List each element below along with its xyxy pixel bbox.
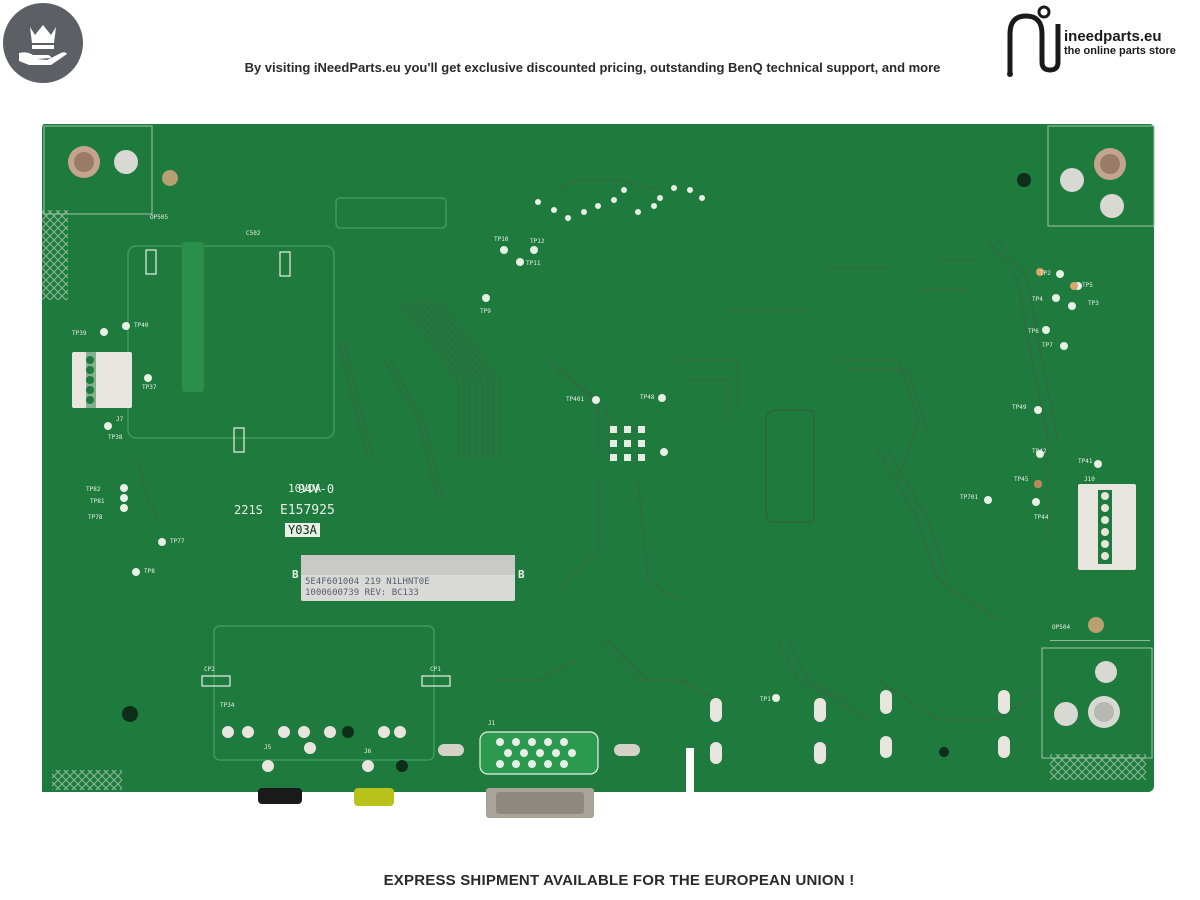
label-tp42: TP42: [1032, 448, 1047, 455]
date-code-label: 221S: [234, 503, 263, 517]
label-tp10: TP10: [494, 236, 509, 243]
pcb-board: 10VDA 94V-0 221S E157925 Y03A B B OP505 …: [38, 120, 1158, 820]
brand-logo[interactable]: ineedparts.eu the online parts store: [1004, 4, 1196, 78]
label-tp3: TP3: [1088, 300, 1099, 307]
side-marker-right: B: [518, 568, 525, 581]
label-tp82: TP82: [86, 486, 101, 493]
label-tp34: TP34: [220, 702, 235, 709]
sticker-line-1: 5E4F601004 219 N1LHNT0E: [305, 577, 430, 587]
label-j6: J6: [364, 748, 372, 755]
label-tp9: TP9: [480, 308, 491, 315]
label-tp44: TP44: [1034, 514, 1049, 521]
ul-rating-label: 94V-0: [298, 482, 335, 496]
header-tagline: By visiting iNeedParts.eu you'll get exc…: [244, 60, 941, 75]
store-badge: [3, 3, 83, 83]
label-tp7: TP7: [1042, 342, 1053, 349]
label-tp4: TP4: [1032, 296, 1043, 303]
sticker-barcode-stripe: [301, 555, 515, 575]
crown-hand-icon: [19, 25, 67, 65]
label-tp11: TP11: [526, 260, 541, 267]
label-tp40: TP40: [134, 322, 149, 329]
label-tp12: TP12: [530, 238, 545, 245]
label-tp6: TP6: [1028, 328, 1039, 335]
label-op504: OP504: [1052, 624, 1071, 631]
label-j1: J1: [488, 720, 496, 727]
label-tp1: TP1: [760, 696, 771, 703]
label-tp41: TP41: [1078, 458, 1093, 465]
label-tp5: TP5: [1082, 282, 1093, 289]
label-tp37: TP37: [142, 384, 157, 391]
pcb-drawing: [42, 124, 1155, 818]
label-j7: J7: [116, 416, 124, 423]
brand-mark-icon: [1007, 5, 1061, 77]
label-op505: OP505: [150, 214, 169, 221]
label-tp49: TP49: [1012, 404, 1027, 411]
label-tp48: TP48: [640, 394, 655, 401]
label-tp38: TP38: [108, 434, 123, 441]
serial-sticker: 5E4F601004 219 N1LHNT0E 1000600739 REV: …: [301, 555, 515, 601]
label-cp1: CP1: [430, 666, 441, 673]
label-j10: J10: [1084, 476, 1095, 483]
label-c502: C502: [246, 230, 261, 237]
shipping-banner: EXPRESS SHIPMENT AVAILABLE FOR THE EUROP…: [383, 872, 855, 889]
brand-name: ineedparts.eu: [1064, 28, 1162, 45]
side-marker-left: B: [292, 568, 299, 581]
label-tp77: TP77: [170, 538, 185, 545]
label-tp8: TP8: [144, 568, 155, 575]
label-tp2: TP2: [1040, 270, 1051, 277]
ul-file-number: E157925: [280, 503, 335, 518]
label-tp45: TP45: [1014, 476, 1029, 483]
sticker-line-2: 1000600739 REV: BC133: [305, 588, 419, 598]
label-tp81: TP81: [90, 498, 105, 505]
lot-code-label: Y03A: [285, 523, 320, 537]
label-tp401: TP401: [566, 396, 585, 403]
label-tp701: TP701: [960, 494, 979, 501]
label-cp2: CP2: [204, 666, 215, 673]
brand-subtitle: the online parts store: [1064, 45, 1176, 57]
label-tp78: TP78: [88, 514, 103, 521]
label-tp39: TP39: [72, 330, 87, 337]
label-j5: J5: [264, 744, 272, 751]
ul-prefix-label: 10VDA: [288, 482, 322, 495]
